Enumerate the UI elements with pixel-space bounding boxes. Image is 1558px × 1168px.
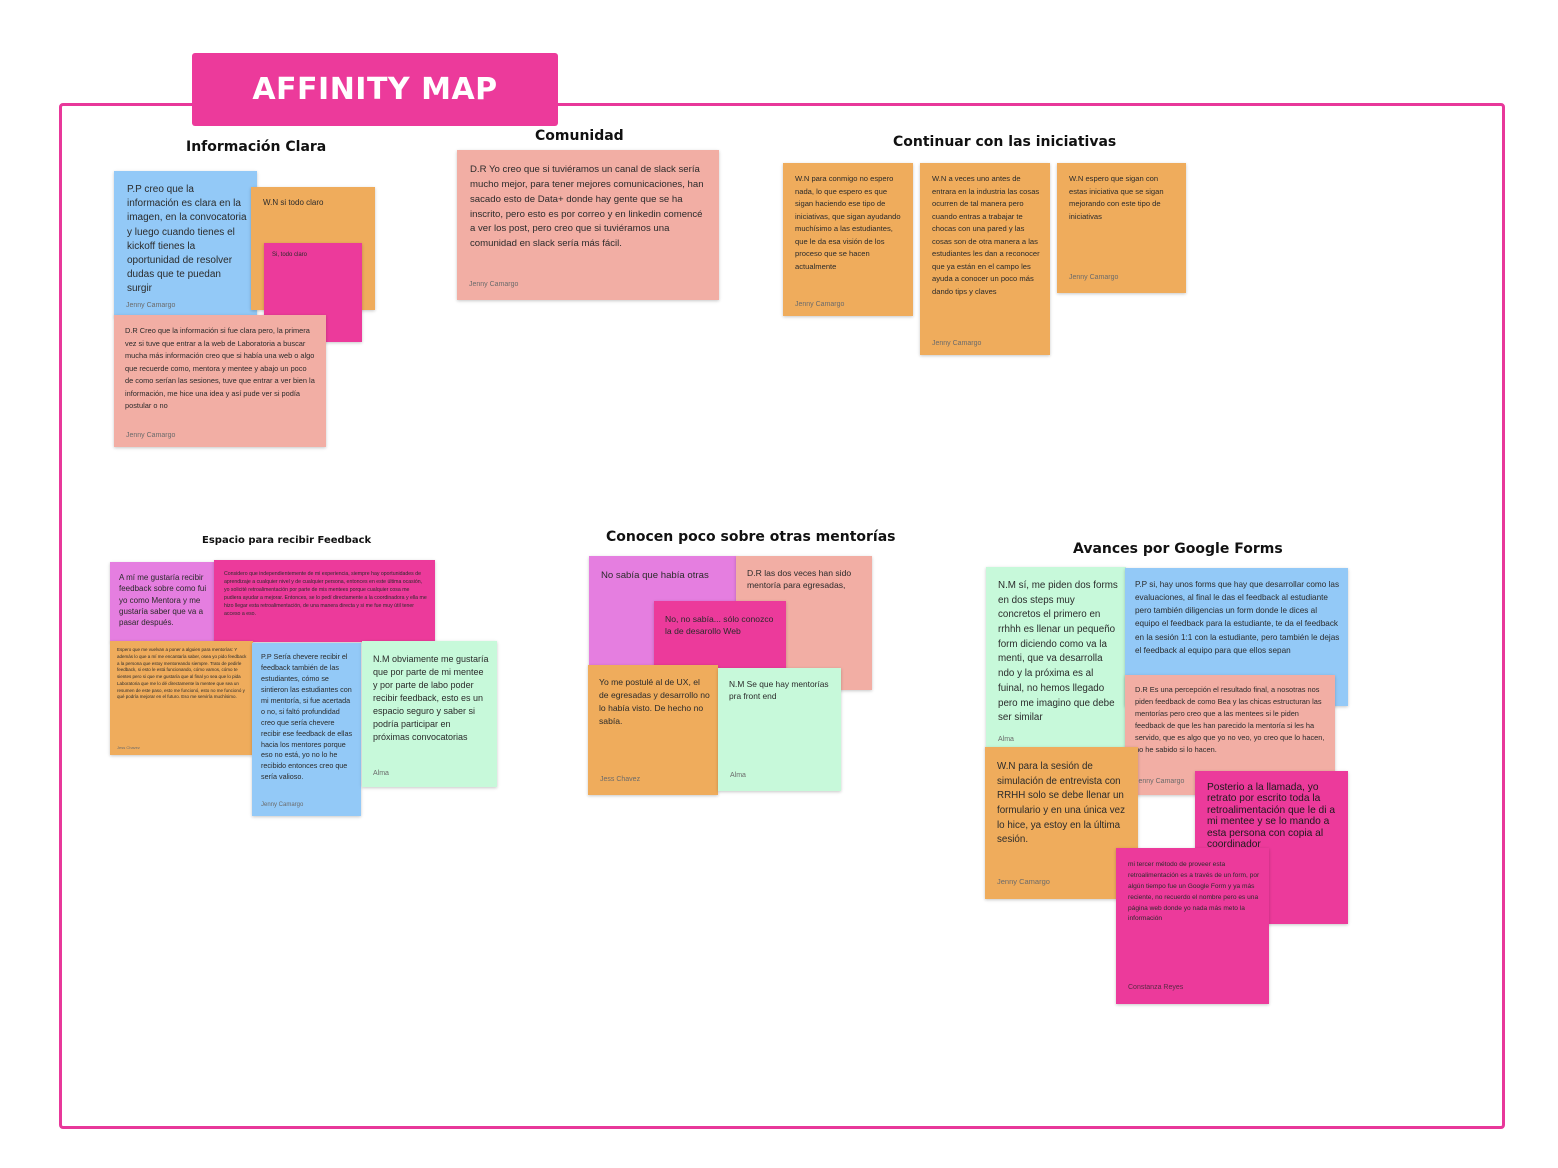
note-author: Jess Chavez (117, 745, 140, 750)
sticky-note[interactable]: P.P creo que la información es clara en … (114, 171, 257, 317)
note-author: Constanza Reyes (1128, 984, 1184, 991)
note-text: D.R Es una percepción el resultado final… (1135, 685, 1325, 754)
sticky-note[interactable]: N.M obviamente me gustaría que por parte… (362, 641, 497, 787)
note-text: Yo me postulé al de UX, el de egresadas … (599, 677, 710, 726)
note-text: P.P Sería chevere recibir el feedback ta… (261, 652, 353, 782)
note-text: Si, todo claro (272, 252, 308, 258)
note-text: Posterio a la llamada, yo retrato por es… (1207, 782, 1335, 851)
board-frame (59, 103, 1505, 1129)
note-author: Alma (373, 770, 389, 777)
note-author: Jenny Camargo (126, 302, 176, 309)
cluster-heading-avances: Avances por Google Forms (1073, 541, 1283, 557)
note-author: Jenny Camargo (1069, 274, 1119, 281)
note-text: mi tercer método de proveer esta retroal… (1128, 861, 1260, 923)
sticky-note[interactable]: W.N espero que sigan con estas iniciativ… (1057, 163, 1186, 293)
sticky-note[interactable]: Considero que independientemente de mi e… (214, 560, 435, 642)
note-text: D.R las dos veces han sido mentoría para… (747, 568, 852, 591)
note-text: A mí me gustaría recibir feedback sobre … (119, 573, 207, 628)
note-text: W.N para la sesión de simulación de entr… (997, 761, 1125, 846)
sticky-note[interactable]: N.M Se que hay mentorías pra front end A… (718, 668, 841, 791)
note-author: Jenny Camargo (932, 340, 982, 347)
note-text: Considero que independientemente de mi e… (224, 571, 427, 618)
note-author: Jenny Camargo (469, 281, 519, 288)
note-author: Jenny Camargo (1135, 778, 1185, 785)
board-title: AFFINITY MAP (192, 53, 558, 126)
note-text: N.M sí, me piden dos forms en dos steps … (998, 580, 1118, 724)
note-text: No sabía que había otras (601, 570, 709, 581)
cluster-heading-conocen: Conocen poco sobre otras mentorías (606, 529, 896, 545)
note-text: Espero que me vuelvan a poner a alguien … (117, 647, 247, 700)
note-author: Alma (998, 736, 1014, 743)
cluster-heading-comunidad: Comunidad (535, 128, 624, 144)
sticky-note[interactable]: N.M sí, me piden dos forms en dos steps … (986, 567, 1126, 749)
sticky-note[interactable]: Yo me postulé al de UX, el de egresadas … (588, 665, 718, 795)
note-author: Jenny Camargo (126, 432, 176, 439)
note-author: Jenny Camargo (997, 877, 1050, 886)
sticky-note[interactable]: D.R Yo creo que si tuviéramos un canal d… (457, 150, 719, 300)
sticky-note[interactable]: W.N a veces uno antes de entrara en la i… (920, 163, 1050, 355)
cluster-heading-feedback: Espacio para recibir Feedback (202, 535, 372, 546)
sticky-note[interactable]: Espero que me vuelvan a poner a alguien … (110, 641, 253, 755)
sticky-note[interactable]: A mí me gustaría recibir feedback sobre … (110, 562, 217, 642)
note-author: Jenny Camargo (261, 802, 304, 808)
note-text: W.N espero que sigan con estas iniciativ… (1069, 174, 1164, 221)
note-text: W.N a veces uno antes de entrara en la i… (932, 174, 1040, 296)
cluster-heading-continuar: Continuar con las iniciativas (893, 134, 1117, 150)
sticky-note[interactable]: W.N para la sesión de simulación de entr… (985, 747, 1138, 899)
note-text: N.M Se que hay mentorías pra front end (729, 679, 829, 701)
note-text: P.P si, hay unos forms que hay que desar… (1135, 580, 1340, 655)
note-author: Jenny Camargo (795, 301, 845, 308)
note-text: D.R Yo creo que si tuviéramos un canal d… (470, 164, 704, 250)
note-text: W.N para conmigo no espero nada, lo que … (795, 174, 901, 271)
note-author: Jess Chavez (600, 776, 641, 783)
cluster-heading-informacion-clara: Información Clara (186, 139, 327, 155)
sticky-note[interactable]: D.R Creo que la información si fue clara… (114, 315, 326, 447)
note-text: No, no sabía... sólo conozco la de desar… (665, 614, 774, 637)
sticky-note[interactable]: P.P Sería chevere recibir el feedback ta… (252, 643, 361, 816)
sticky-note[interactable]: mi tercer método de proveer esta retroal… (1116, 848, 1269, 1004)
note-text: W.N si todo claro (263, 198, 324, 207)
sticky-note[interactable]: W.N para conmigo no espero nada, lo que … (783, 163, 913, 316)
note-text: P.P creo que la información es clara en … (127, 184, 247, 295)
note-author: Alma (730, 772, 746, 779)
sticky-note[interactable]: No, no sabía... sólo conozco la de desar… (654, 601, 786, 671)
note-text: D.R Creo que la información si fue clara… (125, 326, 315, 411)
note-text: N.M obviamente me gustaría que por parte… (373, 654, 489, 743)
